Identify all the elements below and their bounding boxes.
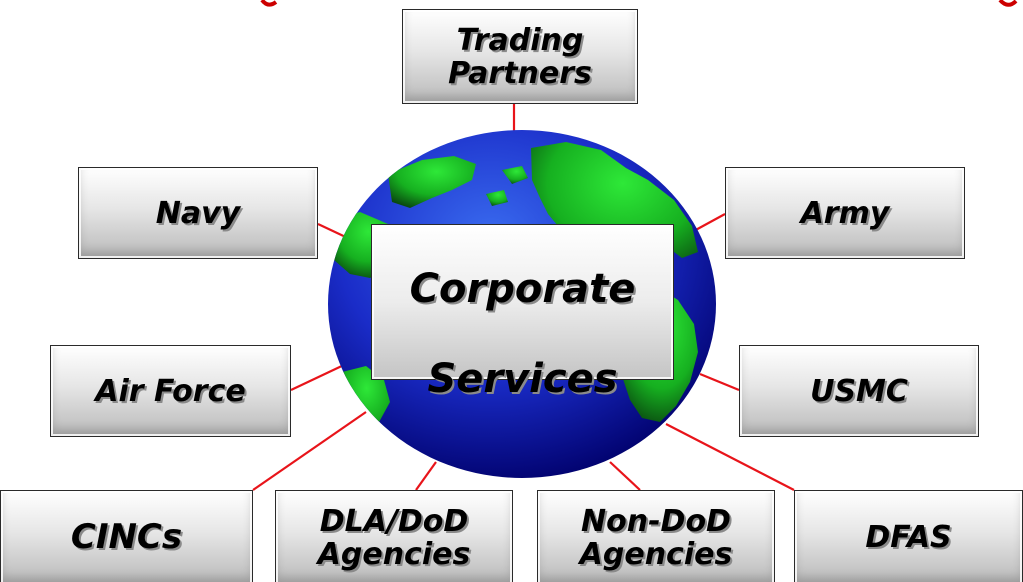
connector-dfas xyxy=(665,423,795,491)
node-army-label: Army xyxy=(800,195,890,231)
node-non-dod-line1: Non-DoD xyxy=(581,503,731,539)
center-title-line-1: Corporate xyxy=(409,266,636,312)
node-non-dod-line2: Agencies xyxy=(579,536,733,572)
connector-cincs xyxy=(252,411,367,491)
node-trading-partners[interactable]: Trading Partners xyxy=(402,9,638,104)
center-title-line-2: Services xyxy=(427,356,618,402)
node-air-force-label: Air Force xyxy=(95,373,246,409)
node-trading-partners-line1: Trading xyxy=(456,22,584,58)
connector-air-force xyxy=(290,363,347,391)
node-navy[interactable]: Navy xyxy=(78,167,318,259)
node-dla-dod-agencies[interactable]: DLA/DoD Agencies xyxy=(275,490,513,582)
node-army[interactable]: Army xyxy=(725,167,965,259)
connector-dla xyxy=(415,461,437,491)
node-navy-label: Navy xyxy=(155,195,241,231)
node-air-force[interactable]: Air Force xyxy=(50,345,291,437)
node-trading-partners-line2: Partners xyxy=(448,55,592,91)
connector-army xyxy=(691,213,726,233)
node-cincs-label: CINCs xyxy=(70,516,183,557)
node-non-dod-agencies[interactable]: Non-DoD Agencies xyxy=(537,490,775,582)
node-dfas-label: DFAS xyxy=(865,520,952,555)
connector-usmc xyxy=(699,372,740,392)
node-dfas[interactable]: DFAS xyxy=(794,490,1023,582)
connector-non-dod xyxy=(609,461,641,491)
cropped-title-fragment xyxy=(260,0,1018,7)
center-box xyxy=(371,224,674,380)
node-usmc-label: USMC xyxy=(810,373,908,409)
node-dla-line1: DLA/DoD xyxy=(319,503,469,539)
node-usmc[interactable]: USMC xyxy=(739,345,979,437)
node-dla-line2: Agencies xyxy=(317,536,471,572)
node-cincs[interactable]: CINCs xyxy=(0,490,253,582)
